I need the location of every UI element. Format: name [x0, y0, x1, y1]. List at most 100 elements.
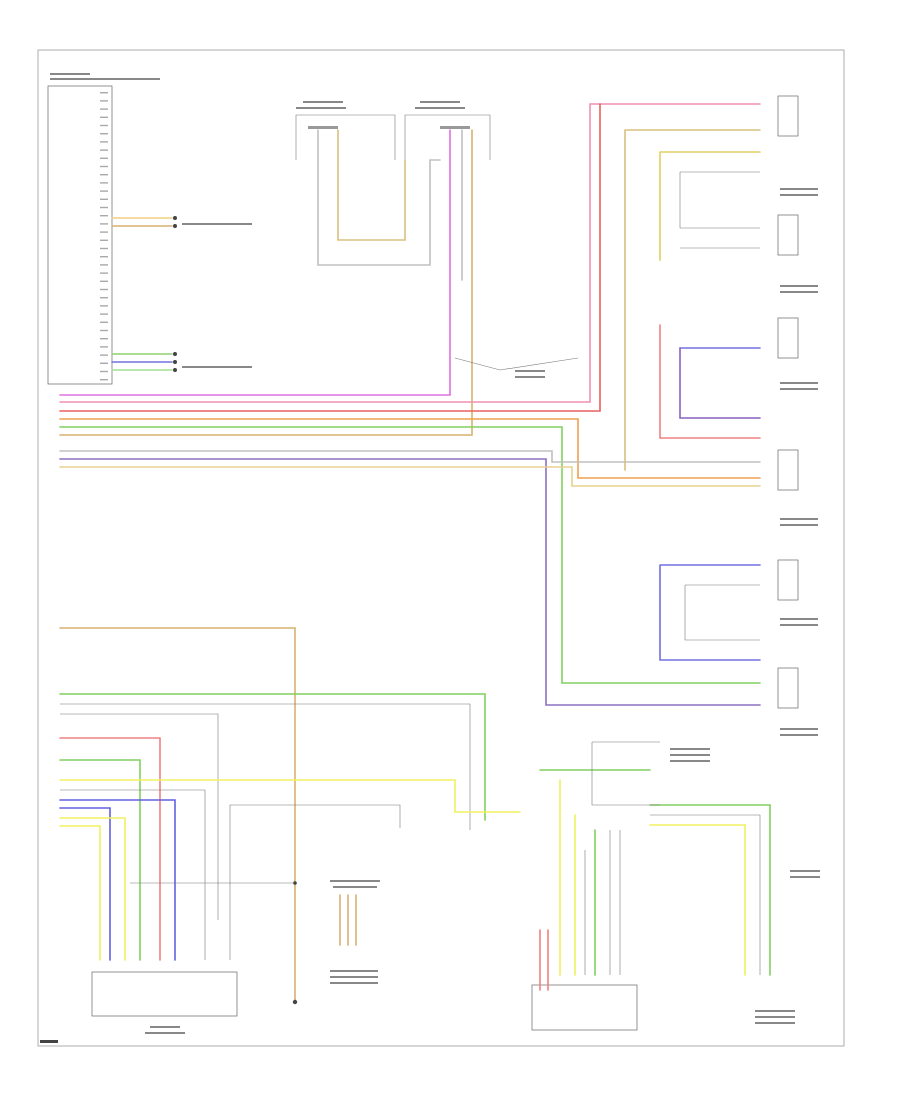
connector-pin-tick — [100, 133, 108, 135]
wire-gray-r3 — [684, 584, 760, 641]
label-line — [790, 870, 820, 872]
radio-connector-block — [47, 73, 160, 385]
wire-magenta-v — [59, 129, 451, 396]
speaker-bracket-right — [404, 114, 491, 160]
label-line — [790, 876, 820, 878]
connector-pin-tick — [100, 116, 108, 118]
connector-pin-tick — [100, 206, 108, 209]
connector-pin-tick — [100, 305, 108, 307]
wire-green-bottom2 — [59, 759, 141, 961]
label-line — [145, 1032, 185, 1034]
relay-arrow — [454, 357, 579, 371]
ground-dot — [292, 999, 298, 1005]
connector-pin-tick — [100, 92, 108, 94]
cd-changer-box — [91, 971, 238, 1017]
label-line — [303, 101, 343, 103]
connector-pin-tick — [100, 354, 108, 356]
label-line — [780, 285, 818, 287]
bus-wire-tan2 — [624, 129, 761, 471]
connector-pin-tick — [100, 379, 108, 381]
diagram-frame — [37, 49, 845, 1047]
connector-pin-tick — [100, 174, 108, 176]
connector-pin-tick — [100, 288, 108, 291]
speaker-box — [777, 214, 799, 256]
right-bus-yellow — [649, 824, 746, 976]
speaker-box — [777, 317, 799, 359]
bus-wire-red — [59, 103, 601, 412]
wire-gray-v — [317, 129, 441, 266]
label-line — [296, 107, 346, 109]
connector-pin-tick — [100, 182, 108, 184]
label-line — [415, 107, 465, 109]
speaker-bracket-left — [295, 114, 396, 160]
wire-purple-r — [679, 347, 761, 419]
connector-pin-tick — [100, 108, 108, 110]
label-line — [780, 291, 818, 293]
module-wires-green — [539, 769, 651, 976]
connector-dot — [173, 224, 177, 228]
bus-wires — [59, 103, 761, 706]
connector-pin-tick — [100, 329, 108, 332]
radio-connector-body — [47, 85, 113, 385]
bus-wire-purple — [59, 458, 761, 706]
wire-gray-center — [229, 804, 401, 960]
connector-pin-tick — [100, 198, 108, 200]
connector-pin-tick — [100, 223, 108, 225]
label-line — [330, 976, 378, 978]
right-bus-green — [649, 804, 771, 976]
connector-pin-tick — [100, 256, 108, 258]
connector-pin-tick — [100, 338, 108, 340]
speaker-box — [777, 667, 799, 709]
label-line — [780, 618, 818, 620]
speaker-connector — [440, 126, 470, 129]
speaker-box — [777, 559, 799, 601]
right-bus-gray — [650, 814, 761, 975]
bus-wire-orange — [59, 418, 761, 479]
connector-pin-numbers — [100, 92, 108, 381]
label-line — [755, 1016, 795, 1018]
multimedia-module-box — [531, 984, 638, 1031]
connector-pin-tick — [100, 157, 108, 159]
label-line — [780, 382, 818, 384]
label-line — [330, 970, 378, 972]
label-line — [420, 101, 460, 103]
connector-pin-tick — [100, 141, 108, 143]
wire-blue-bottom2 — [59, 807, 111, 961]
speaker-box — [777, 95, 799, 137]
wire-yellow-bottom — [59, 779, 521, 813]
antenna-wires — [339, 894, 357, 946]
connector-pin-tick — [100, 272, 108, 274]
label-line — [515, 370, 545, 372]
label-line — [780, 188, 818, 190]
wire-red-bottom — [59, 737, 161, 961]
right-speaker-column — [659, 95, 818, 736]
bus-wire-green — [59, 426, 761, 684]
label-line — [670, 760, 710, 762]
label-line — [670, 748, 710, 750]
radio-small-wires — [111, 216, 252, 372]
label-line — [515, 376, 545, 378]
connector-pin-tick — [100, 100, 108, 102]
box-module-top — [591, 741, 660, 806]
label-line — [755, 1010, 795, 1012]
connector-pin-tick — [100, 247, 108, 250]
connector-dot — [173, 352, 177, 356]
wire-gray-bottom3 — [60, 789, 206, 960]
label-line — [182, 366, 252, 368]
page-footer-mark — [40, 1040, 58, 1043]
connector-pin-tick — [100, 346, 108, 348]
connector-pin-tick — [100, 264, 108, 266]
speaker-box — [777, 449, 799, 491]
connector-pin-tick — [100, 231, 108, 233]
rear-speakers-top — [59, 101, 579, 436]
wire-tan-v — [337, 129, 406, 241]
wire-gray-bottom2 — [60, 713, 219, 920]
connector-pin-tick — [100, 215, 108, 217]
wire-green-bottom — [59, 693, 486, 821]
wire-blue-r2 — [659, 564, 761, 661]
bus-wire-tan — [59, 466, 761, 487]
connector-pin-tick — [100, 124, 108, 127]
bottom-wires — [59, 627, 521, 1005]
wire-yellow-bottom3 — [59, 825, 101, 961]
